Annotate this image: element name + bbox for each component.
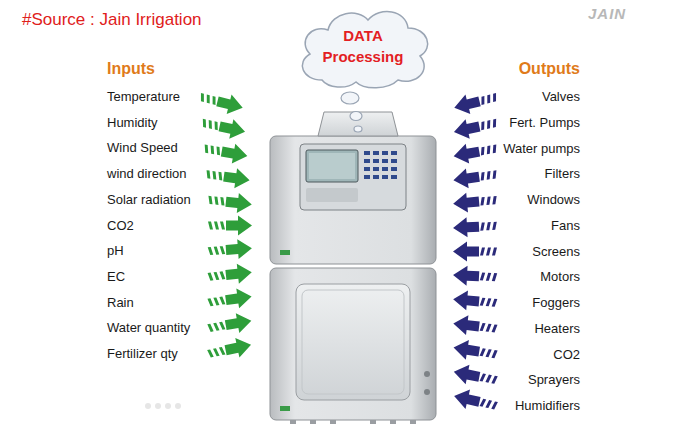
output-arrows: [452, 87, 500, 415]
output-label: Valves: [542, 89, 580, 105]
output-label: Filters: [545, 166, 580, 182]
input-label: Wind Speed: [107, 140, 178, 156]
input-label: wind direction: [107, 166, 187, 182]
slide-dots: [145, 403, 181, 409]
input-label: Temperature: [107, 89, 180, 105]
watermark: JAIN: [588, 6, 626, 22]
input-label: Rain: [107, 295, 134, 311]
input-label: EC: [107, 269, 125, 285]
input-label: CO2: [107, 218, 134, 234]
column-heading: Outputs: [519, 59, 580, 79]
input-arrows: [198, 87, 254, 363]
output-label: Screens: [532, 244, 580, 260]
column-heading: Inputs: [107, 59, 155, 79]
output-label: Humidifiers: [515, 398, 580, 414]
output-label: Water pumps: [503, 141, 580, 157]
cloud-outline: [292, 2, 434, 90]
input-label: Solar radiation: [107, 192, 191, 208]
output-label: Heaters: [534, 321, 580, 337]
output-label: Fans: [551, 218, 580, 234]
input-label: Humidity: [107, 115, 158, 131]
source-note: #Source : Jain Irrigation: [22, 10, 202, 30]
thought-bubbles: [341, 92, 362, 132]
output-label: Motors: [540, 269, 580, 285]
input-label: pH: [107, 243, 124, 259]
cloud-text: DATA Processing: [315, 25, 411, 67]
output-label: Fert. Pumps: [509, 115, 580, 131]
cloud-shape: DATA Processing: [292, 2, 434, 90]
output-label: Windows: [527, 192, 580, 208]
output-label: Sprayers: [528, 372, 580, 388]
output-label: CO2: [553, 347, 580, 363]
output-label: Foggers: [532, 295, 580, 311]
input-label: Water quantity: [107, 320, 190, 336]
input-label: Fertilizer qty: [107, 346, 178, 362]
controller-device: [270, 112, 436, 424]
